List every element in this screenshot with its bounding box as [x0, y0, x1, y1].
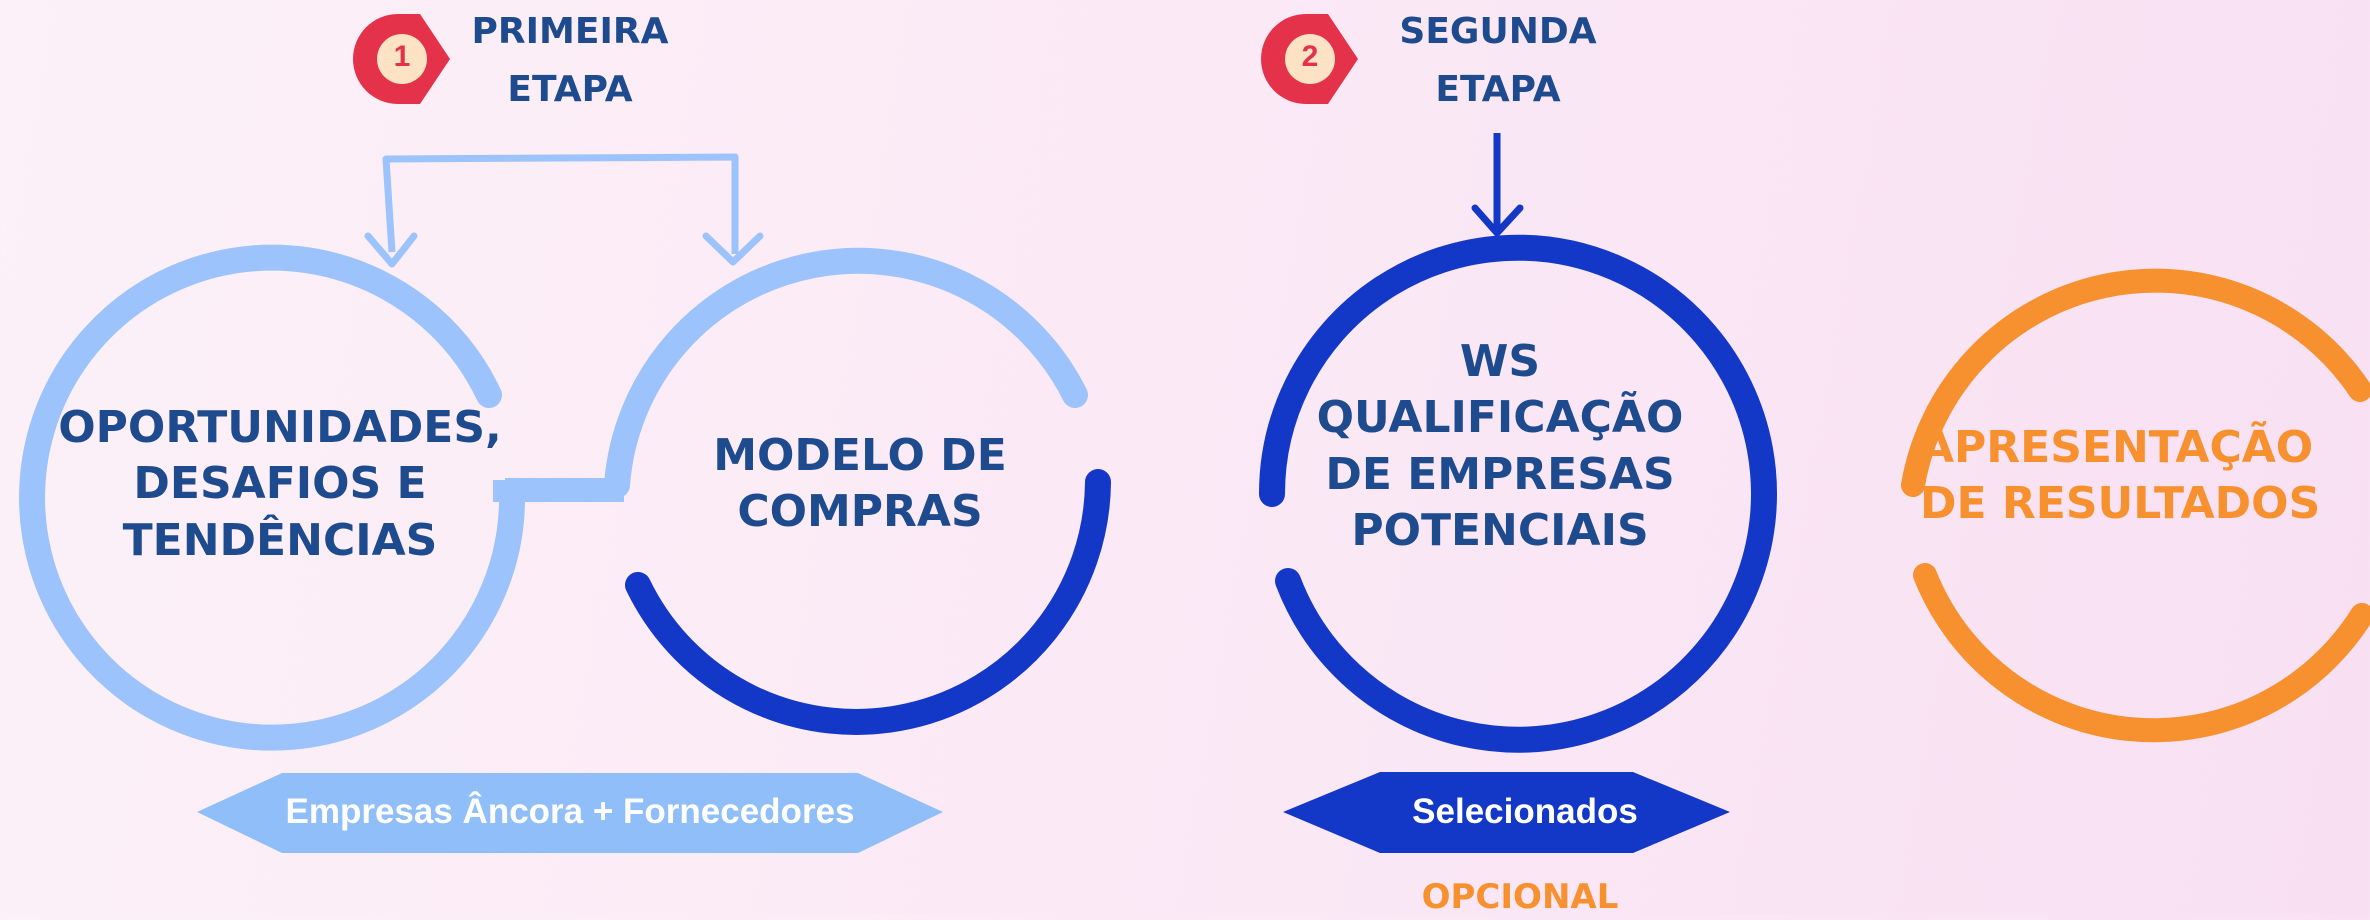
circle-4-ring-bottom — [1913, 563, 2370, 743]
step-2-title: SEGUNDA ETAPA — [1399, 11, 1597, 110]
step-2-arrow — [1471, 133, 1524, 237]
step-2-badge-icon — [1261, 14, 1358, 104]
circle-3-ring-main — [1259, 234, 1777, 753]
circle-2-label: MODELO DE COMPRAS — [713, 430, 1007, 538]
bracket-arrow — [364, 153, 764, 268]
circle-3-label: WS QUALIFICAÇÃO DE EMPRESAS POTENCIAIS — [1316, 336, 1684, 556]
band-2-shape — [1283, 772, 1730, 853]
step-1-number: 1 — [393, 40, 411, 73]
circle-1-ring — [19, 244, 526, 751]
step-1-badge-icon — [353, 14, 450, 104]
circle-4-ring-top — [1901, 268, 2370, 497]
step-2-number: 2 — [1301, 40, 1319, 73]
circle-1-label: OPORTUNIDADES, DESAFIOS E TENDÊNCIAS — [58, 402, 502, 566]
band-1-shape — [197, 773, 943, 853]
band-2-label: Selecionados — [1412, 792, 1638, 831]
circle-connector — [493, 478, 624, 502]
optional-label: OPCIONAL — [1421, 877, 1619, 917]
step-1-title: PRIMEIRA ETAPA — [471, 11, 669, 110]
circle-2-ring-top — [604, 247, 1088, 498]
band-1-label: Empresas Âncora + Fornecedores — [285, 792, 855, 831]
circle-2-ring-bottom — [625, 469, 1111, 735]
circle-4-label: APRESENTAÇÃO DE RESULTADOS — [1920, 422, 2321, 530]
